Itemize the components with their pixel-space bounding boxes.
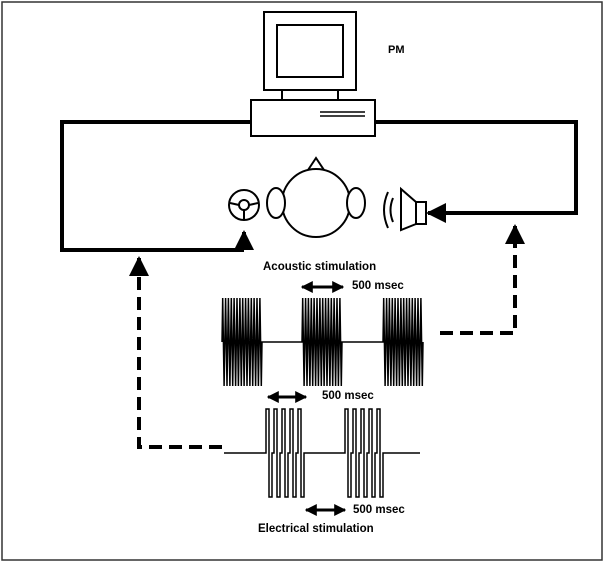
acoustic-waveform <box>221 297 424 387</box>
head-icon <box>266 156 366 238</box>
loop-wire-right <box>375 120 578 223</box>
electrical-stimulation-label: Electrical stimulation <box>258 523 374 535</box>
loop-wire-left <box>60 120 251 252</box>
acoustic-stimulation-label: Acoustic stimulation <box>263 261 377 273</box>
monitor-neck <box>281 89 339 101</box>
acoustic-feedback-line <box>440 224 525 335</box>
pm-label: PM <box>388 44 405 56</box>
computer-icon <box>250 11 376 137</box>
monitor-screen <box>276 24 344 78</box>
electrical-duration-label-bottom: 500 msec <box>353 504 405 516</box>
electrical-duration-label-top: 500 msec <box>322 390 374 402</box>
electrical-pulse-trace <box>224 408 420 498</box>
computer-base <box>250 99 376 137</box>
speaker-icon <box>383 186 427 232</box>
acoustic-duration-label: 500 msec <box>352 280 404 292</box>
acoustic-burst-trace <box>221 297 424 387</box>
electrode-icon <box>228 189 260 221</box>
electrical-feedback-line <box>129 256 222 449</box>
electrical-waveform <box>224 408 420 498</box>
